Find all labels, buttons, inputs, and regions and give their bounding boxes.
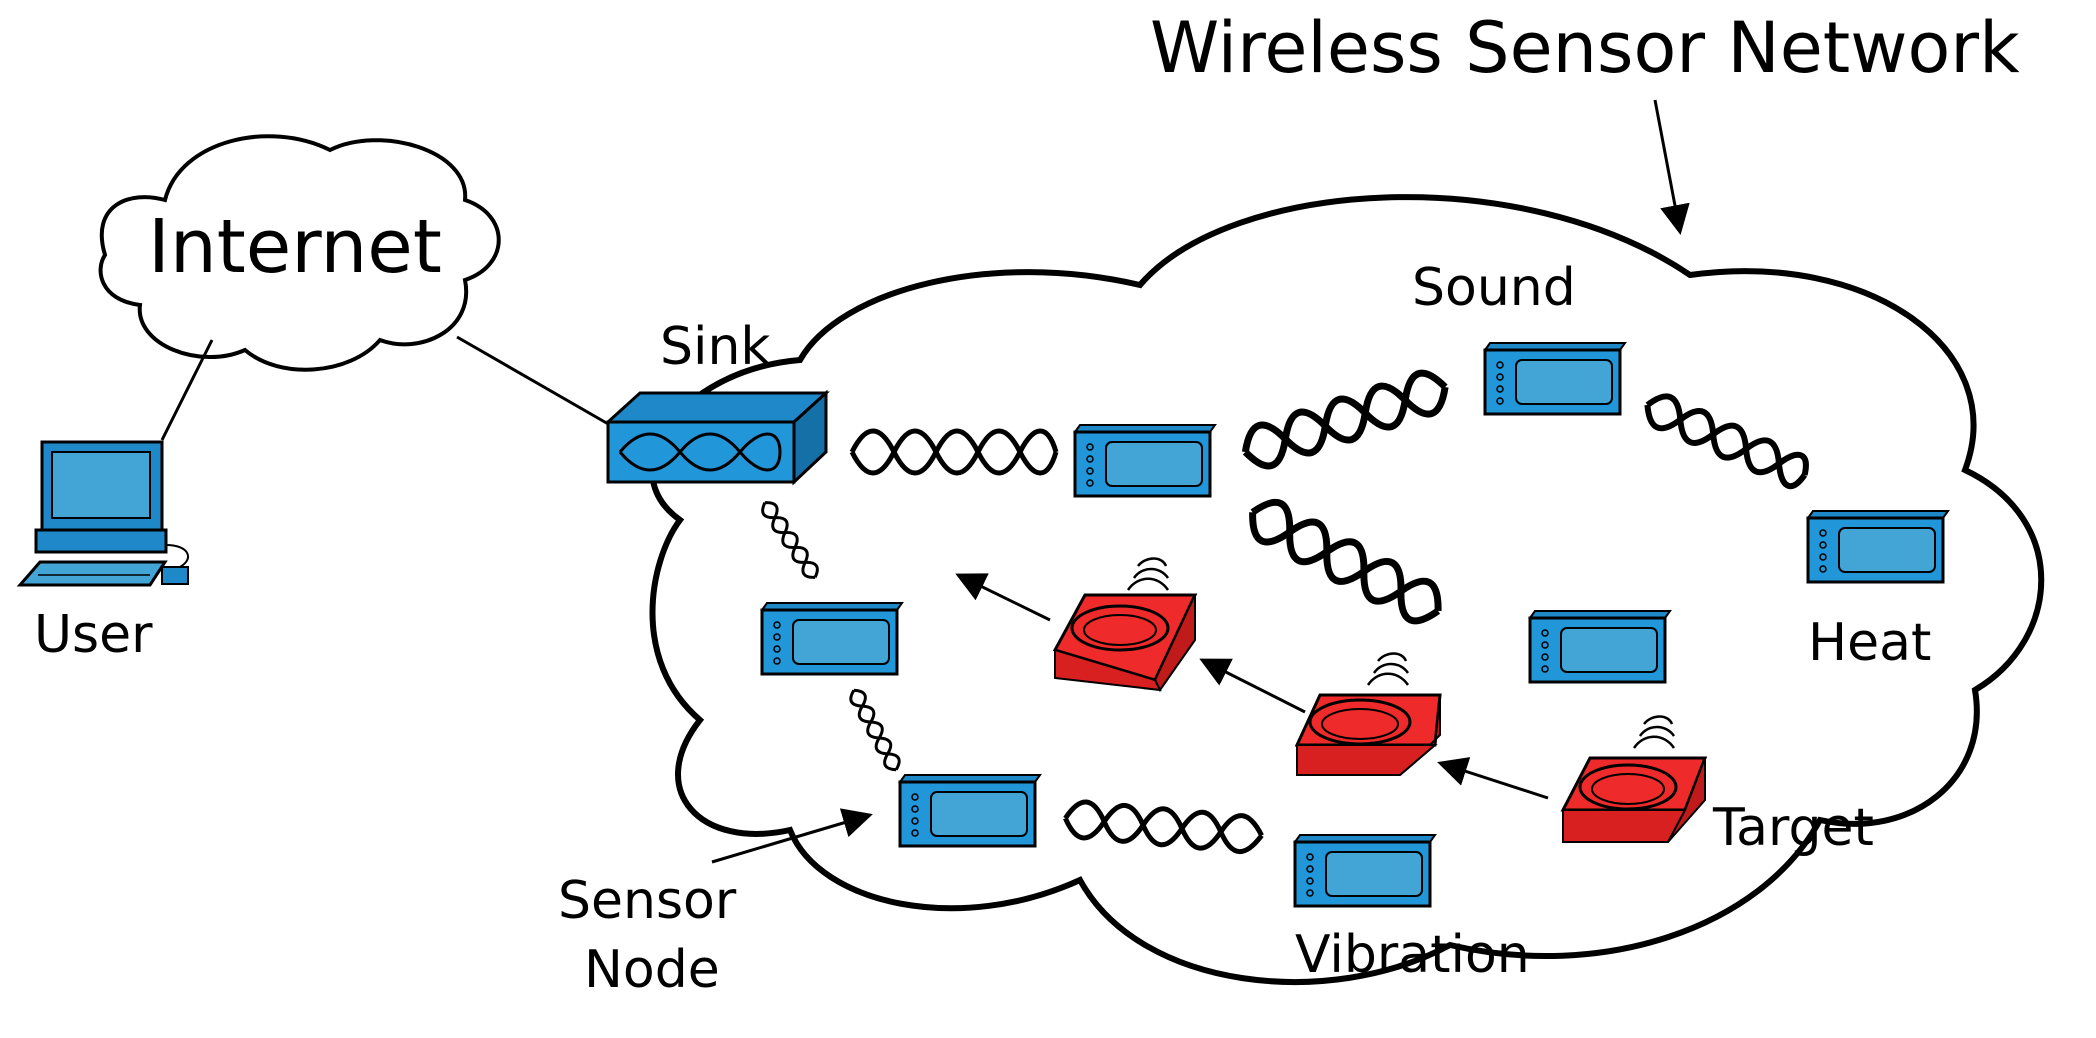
- arrow-icon: [711, 808, 873, 864]
- sink-label: Sink: [660, 317, 771, 377]
- internet-label: Internet: [148, 204, 442, 290]
- signal-wave-icon: [1241, 369, 1449, 470]
- target-icon: [1294, 652, 1442, 776]
- computer-icon: [16, 440, 189, 587]
- internet-cloud-icon: [98, 134, 501, 372]
- signal-wave-icon: [1063, 799, 1264, 854]
- vibration-label: Vibration: [1295, 925, 1530, 985]
- sound-label: Sound: [1412, 258, 1576, 318]
- sensor-node-heat: [1806, 510, 1950, 584]
- user-label: User: [34, 605, 153, 665]
- sensor-node-vibration: [1293, 834, 1437, 908]
- arrow-icon: [1437, 757, 1549, 800]
- target-label: Target: [1712, 798, 1874, 858]
- signal-wave-icon: [849, 428, 1059, 476]
- heat-label: Heat: [1808, 613, 1931, 673]
- arrow-icon: [1653, 99, 1690, 235]
- signal-wave-icon: [1644, 393, 1809, 490]
- sink-icon: [604, 389, 830, 486]
- sensor-node-label-line1: Sensor: [558, 871, 737, 931]
- sensor-node-sound: [1483, 342, 1627, 416]
- sensor-node-1: [1073, 424, 1217, 498]
- sensor-node-right-mid: [1528, 610, 1672, 684]
- target-icon: [1560, 715, 1708, 843]
- user-internet-link: [160, 339, 214, 441]
- signal-wave-icon: [1249, 498, 1442, 625]
- sensor-node-bottom: [898, 774, 1042, 848]
- signal-wave-icon: [761, 501, 819, 579]
- internet-sink-link: [456, 335, 611, 427]
- sensor-node-label-line2: Node: [584, 940, 720, 1000]
- diagram-title: Wireless Sensor Network: [1150, 7, 2020, 89]
- sensor-node-left: [760, 602, 904, 676]
- arrow-icon: [955, 573, 1051, 622]
- arrow-icon: [1199, 658, 1306, 714]
- signal-wave-icon: [849, 688, 901, 772]
- target-icon: [1052, 557, 1198, 692]
